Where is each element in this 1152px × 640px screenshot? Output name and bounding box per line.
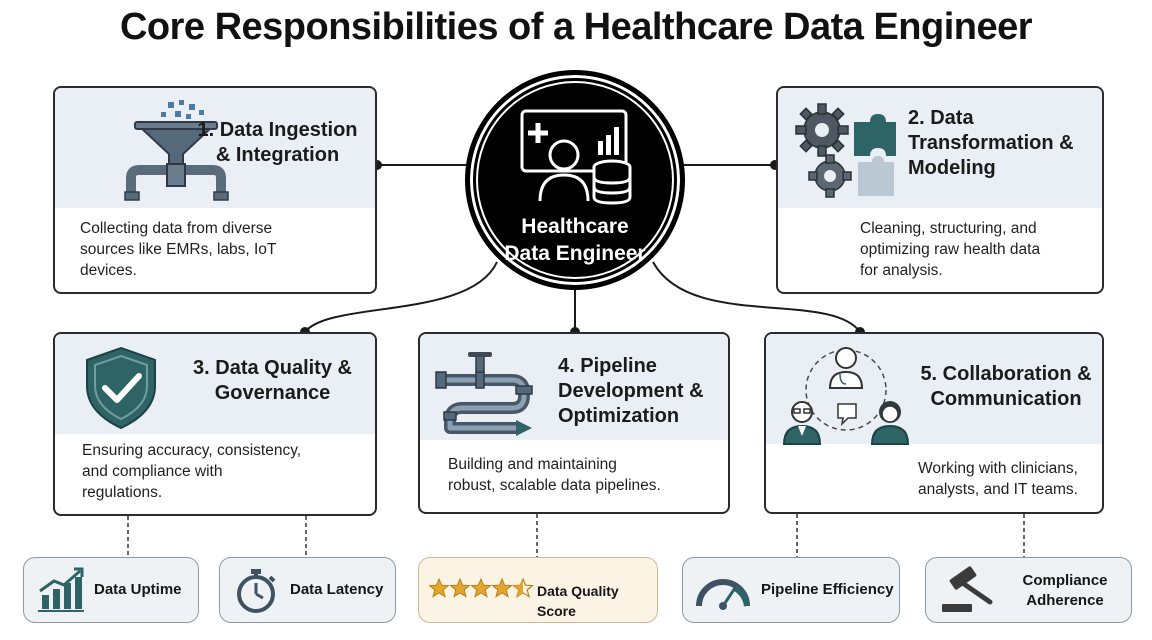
- card-title-line: 5. Collaboration &: [920, 363, 1092, 385]
- card-data-quality: 3. Data Quality & Governance Ensuring ac…: [53, 332, 377, 516]
- metric-label: Pipeline Efficiency: [761, 580, 897, 600]
- connector-hub-card5: [652, 261, 861, 333]
- hub-label: Healthcare Data Engineer: [470, 213, 680, 267]
- card-title-line: Transformation &: [908, 132, 1074, 154]
- metric-data-quality-score: Data Quality Score: [418, 557, 658, 623]
- central-hub: Healthcare Data Engineer: [465, 70, 685, 290]
- team-people-icon: [782, 347, 910, 445]
- card-data-transformation: 2. Data Transformation & Modeling Cleani…: [776, 86, 1104, 294]
- card-title-line: Development &: [558, 380, 704, 402]
- metric-pipeline-efficiency: Pipeline Efficiency: [682, 557, 900, 623]
- gavel-icon: [942, 566, 993, 612]
- card-desc-line: sources like EMRs, labs, IoT: [80, 241, 277, 258]
- stopwatch-icon: [237, 569, 276, 613]
- connector-hub-card3: [304, 261, 498, 333]
- card-title: 1. Data Ingestion & Integration: [185, 118, 370, 168]
- card-title-line: 2. Data: [908, 107, 974, 129]
- hub-label-line: Data Engineer: [504, 242, 646, 265]
- gears-puzzle-icon: [795, 103, 896, 198]
- card-pipeline-development: 4. Pipeline Development & Optimization B…: [418, 332, 730, 514]
- card-desc-line: Collecting data from diverse: [80, 220, 273, 237]
- card-desc-line: Working with clinicians,: [918, 460, 1078, 477]
- card-desc-line: robust, scalable data pipelines.: [448, 477, 661, 494]
- card-title: 4. Pipeline Development & Optimization: [558, 354, 728, 429]
- page-title: Core Responsibilities of a Healthcare Da…: [119, 6, 1033, 48]
- card-description: Cleaning, structuring, and optimizing ra…: [860, 218, 1090, 281]
- shield-check-icon: [86, 346, 156, 430]
- card-title-line: Modeling: [908, 157, 996, 179]
- card-desc-line: regulations.: [82, 484, 163, 501]
- card-title: 5. Collaboration & Communication: [916, 362, 1096, 412]
- card-title-line: Communication: [930, 388, 1082, 410]
- card-desc-line: Building and maintaining: [448, 456, 617, 473]
- metric-label-line: Data Latency: [290, 581, 384, 598]
- metric-compliance-adherence: Compliance Adherence: [925, 557, 1132, 623]
- card-title-line: Governance: [214, 382, 331, 404]
- card-title: 2. Data Transformation & Modeling: [908, 106, 1098, 181]
- metric-label-line: Compliance: [1022, 572, 1108, 589]
- card-description: Working with clinicians, analysts, and I…: [918, 458, 1098, 500]
- card-description: Building and maintaining robust, scalabl…: [448, 454, 728, 496]
- hub-ring: [476, 81, 674, 279]
- bar-chart-up-icon: [38, 567, 84, 612]
- metric-data-uptime: Data Uptime: [23, 557, 199, 623]
- card-title: 3. Data Quality & Governance: [180, 356, 365, 406]
- pipeline-icon: [435, 352, 533, 436]
- metric-label-line: Adherence: [1026, 592, 1104, 609]
- metric-label: Compliance Adherence: [1004, 571, 1126, 611]
- card-desc-line: analysts, and IT teams.: [918, 481, 1078, 498]
- metric-label: Data Quality Score: [537, 581, 655, 621]
- funnel-pipe-icon: [124, 100, 229, 201]
- card-description: Ensuring accuracy, consistency, and comp…: [82, 440, 372, 503]
- card-title-line: 4. Pipeline: [558, 355, 657, 377]
- metric-label-line: Data Uptime: [94, 581, 182, 598]
- metric-label-line: Pipeline Efficiency: [761, 581, 894, 598]
- card-desc-line: Ensuring accuracy, consistency,: [82, 442, 302, 459]
- card-header: [766, 334, 1102, 444]
- card-desc-line: optimizing raw health data: [860, 241, 1041, 258]
- card-title-line: 1. Data Ingestion: [197, 119, 358, 141]
- card-desc-line: Cleaning, structuring, and: [860, 220, 1037, 237]
- card-title-line: Optimization: [558, 405, 680, 427]
- card-desc-line: for analysis.: [860, 262, 943, 279]
- metric-label-line: Data Quality Score: [537, 583, 619, 619]
- metric-data-latency: Data Latency: [219, 557, 396, 623]
- card-desc-line: devices.: [80, 262, 137, 279]
- star-rating-icon: [429, 578, 535, 598]
- gauge-icon: [696, 579, 750, 610]
- card-desc-line: and compliance with: [82, 463, 223, 480]
- card-header: [55, 88, 375, 208]
- hub-label-line: Healthcare: [521, 215, 629, 238]
- metric-label: Data Latency: [290, 580, 390, 600]
- card-description: Collecting data from diverse sources lik…: [80, 218, 370, 281]
- card-title-line: & Integration: [215, 144, 340, 166]
- metric-label: Data Uptime: [94, 580, 194, 600]
- card-collaboration: 5. Collaboration & Communication Working…: [764, 332, 1104, 514]
- card-data-ingestion: 1. Data Ingestion & Integration Collecti…: [53, 86, 377, 294]
- card-title-line: 3. Data Quality &: [193, 357, 352, 379]
- engineer-monitor-database-icon: [520, 109, 632, 205]
